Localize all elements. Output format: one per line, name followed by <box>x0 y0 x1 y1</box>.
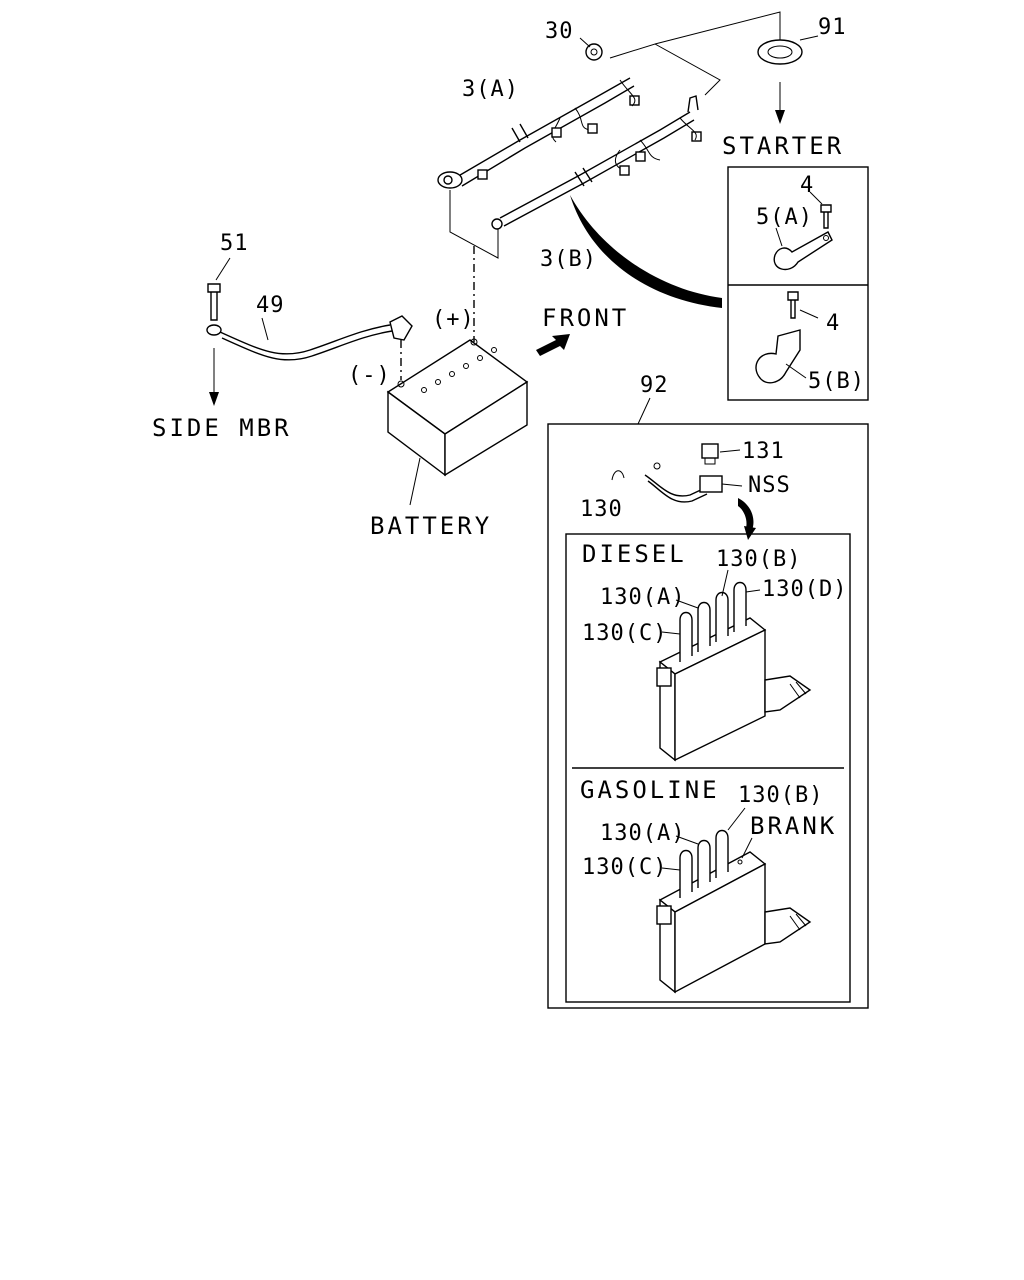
diesel-fuse-130a <box>697 601 711 652</box>
clip-callout-swoosh <box>570 195 722 308</box>
fuse-detail-box <box>547 397 869 1009</box>
label-part-51: 51 <box>220 231 249 256</box>
cable-3b <box>499 111 691 219</box>
battery <box>386 338 529 506</box>
label-gasoline: GASOLINE <box>580 776 720 804</box>
label-part-92: 92 <box>640 373 669 398</box>
label-gasoline-130b: 130(B) <box>738 783 823 808</box>
clip-5a <box>773 231 833 271</box>
clip-detail-box <box>727 166 869 401</box>
diesel-fuse-block <box>656 569 812 762</box>
harness-assembly <box>437 11 819 342</box>
side-mbr-arrow-icon <box>209 392 219 406</box>
gasoline-fuse-block <box>656 807 812 994</box>
diesel-fuse-130d <box>733 581 747 632</box>
label-gasoline-130c: 130(C) <box>582 855 667 880</box>
label-diesel-130b: 130(B) <box>716 547 801 572</box>
bolt-4-bottom <box>787 291 799 319</box>
label-gasoline-130a: 130(A) <box>600 821 685 846</box>
connector-131 <box>701 443 719 459</box>
gasoline-fuse-130b <box>715 829 729 878</box>
label-nss: NSS <box>748 473 791 498</box>
label-part-131: 131 <box>742 439 785 464</box>
label-diesel-130d: 130(D) <box>762 577 847 602</box>
fuse-130-small <box>611 470 625 481</box>
nut-30 <box>585 43 603 61</box>
cable-49 <box>219 324 391 355</box>
clip-5b <box>755 329 801 384</box>
label-part-5a: 5(A) <box>756 205 813 230</box>
ground-cable-assembly <box>206 257 413 406</box>
battery-clamp-negative <box>389 315 413 341</box>
label-diesel-130a: 130(A) <box>600 585 685 610</box>
gasoline-fuse-130c <box>679 849 693 898</box>
starter-leader-line <box>654 11 781 45</box>
nss-detail-arrow-icon <box>744 526 756 540</box>
label-positive: (+) <box>432 307 475 332</box>
bolt-51 <box>207 283 221 321</box>
grommet-91 <box>757 39 803 65</box>
label-brank: BRANK <box>750 812 837 840</box>
battery-leader-bracket <box>449 190 499 259</box>
label-part-4-bottom: 4 <box>826 311 840 336</box>
label-diesel: DIESEL <box>582 540 687 568</box>
label-battery: BATTERY <box>370 512 492 540</box>
label-negative: (-) <box>348 363 391 388</box>
label-starter: STARTER <box>722 132 844 160</box>
label-diesel-130c: 130(C) <box>582 621 667 646</box>
label-part-4-top: 4 <box>800 173 814 198</box>
label-part-30: 30 <box>545 19 574 44</box>
label-part-3b: 3(B) <box>540 247 597 272</box>
cable-3a <box>454 77 631 179</box>
label-part-49: 49 <box>256 293 285 318</box>
gasoline-fuse-130a <box>697 839 711 888</box>
label-part-130: 130 <box>580 497 623 522</box>
label-side-mbr: SIDE MBR <box>152 414 292 442</box>
label-part-3a: 3(A) <box>462 77 519 102</box>
harness-bracket-line <box>609 43 721 96</box>
starter-arrow-icon <box>775 110 785 124</box>
nss-harness <box>644 474 706 497</box>
front-arrow-icon <box>536 334 570 356</box>
label-part-5b: 5(B) <box>808 369 865 394</box>
label-front: FRONT <box>542 304 629 332</box>
diesel-fuse-130b <box>715 591 729 642</box>
bolt-4-top <box>820 204 832 229</box>
label-part-91: 91 <box>818 15 847 40</box>
diesel-fuse-130c <box>679 611 693 662</box>
